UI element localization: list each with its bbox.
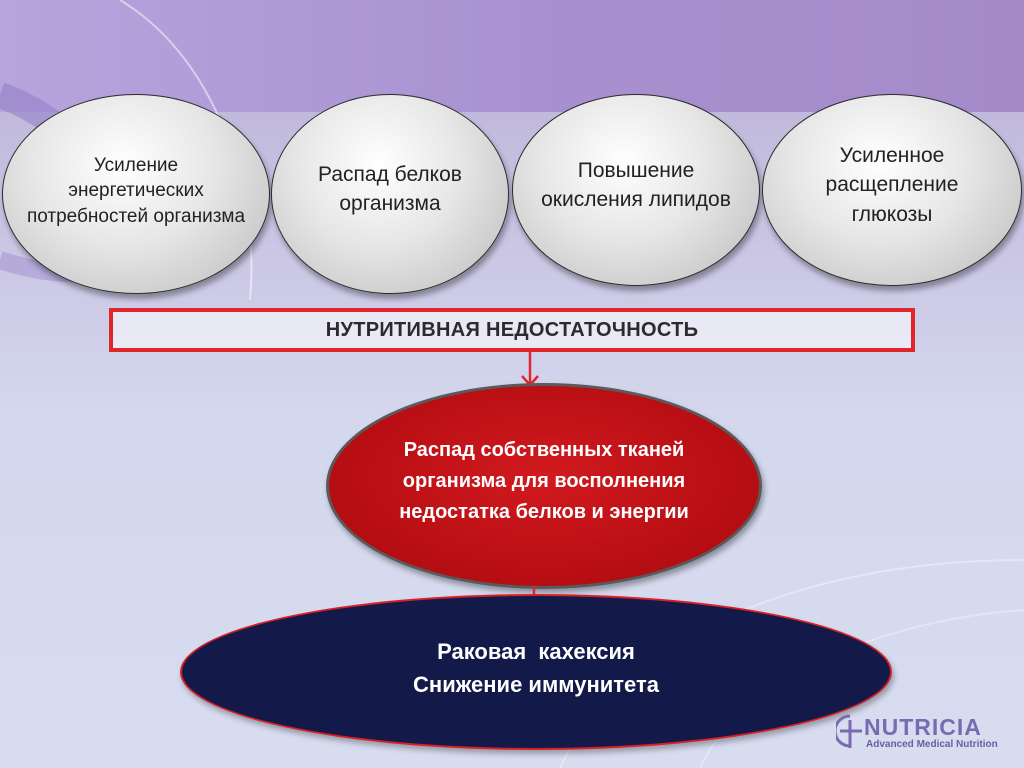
logo-tagline: Advanced Medical Nutrition <box>866 739 998 750</box>
factor-glucose-breakdown: Усиленное расщепление глюкозы <box>762 94 1022 286</box>
nutricia-logo: NUTRICIA Advanced Medical Nutrition <box>836 710 1006 756</box>
nutritional-deficiency-label: НУТРИТИВНАЯ НЕДОСТАТОЧНОСТЬ <box>325 318 699 341</box>
tissue-breakdown-node: Распад собственных тканей организма для … <box>326 383 762 589</box>
nutritional-deficiency-box: НУТРИТИВНАЯ НЕДОСТАТОЧНОСТЬ <box>109 308 915 352</box>
outcome-immunity-label: Снижение иммунитета <box>413 672 659 697</box>
factor-lipid-oxidation: Повышение окисления липидов <box>512 94 760 286</box>
nutricia-mark-icon <box>836 714 862 748</box>
factor-energy-needs-label: Усиление энергетических потребностей орг… <box>26 154 246 227</box>
header-band <box>0 0 1024 112</box>
tissue-breakdown-label: Распад собственных тканей организма для … <box>399 438 689 523</box>
factor-protein-breakdown-label: Распад белков организма <box>318 162 462 215</box>
factor-lipid-oxidation-label: Повышение окисления липидов <box>541 158 731 211</box>
factor-protein-breakdown: Распад белков организма <box>271 94 509 294</box>
outcome-cachexia-label: Раковая кахексия <box>437 639 635 664</box>
factor-energy-needs: Усиление энергетических потребностей орг… <box>2 94 270 294</box>
factor-glucose-breakdown-label: Усиленное расщепление глюкозы <box>825 143 959 226</box>
outcome-node: Раковая кахексия Снижение иммунитета <box>180 594 892 750</box>
logo-name: NUTRICIA <box>864 714 982 740</box>
